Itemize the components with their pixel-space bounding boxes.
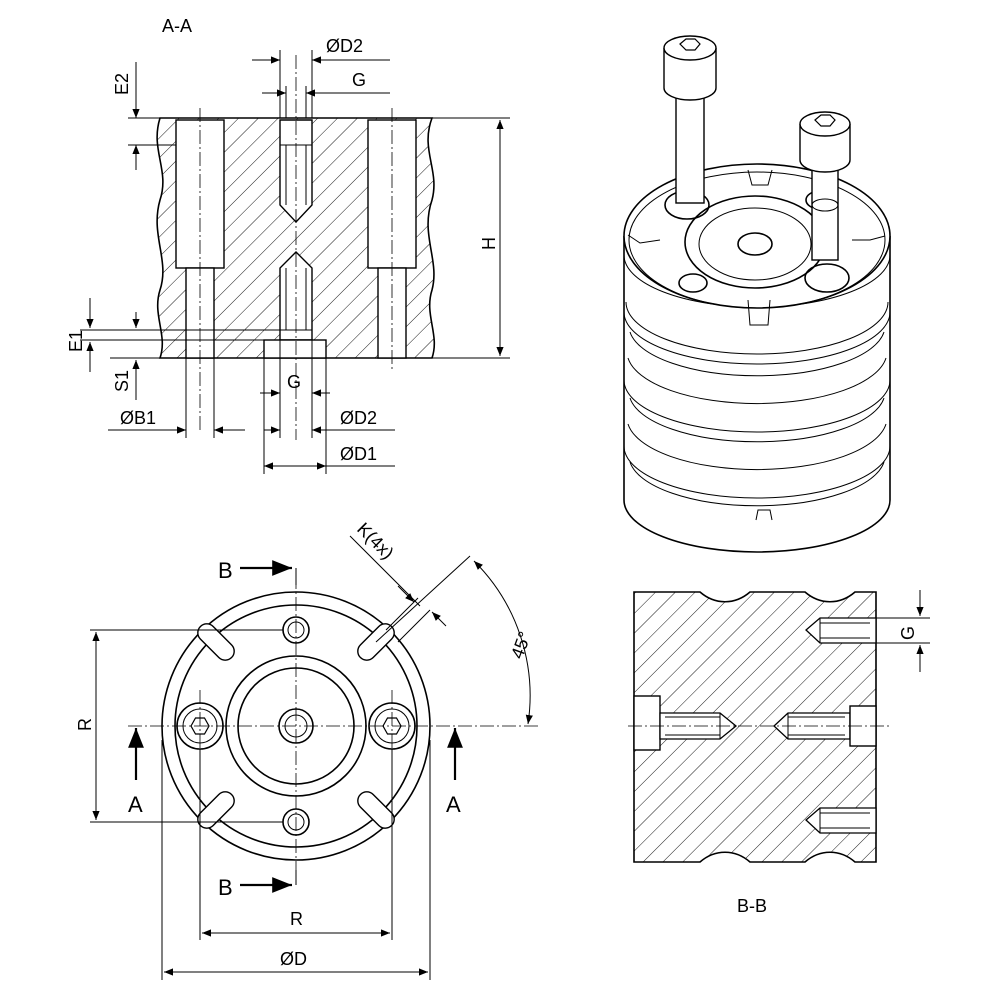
dim-d2-top: ØD2 xyxy=(326,36,363,56)
dim-d: ØD xyxy=(280,949,307,969)
plan-slot-tl xyxy=(197,623,235,661)
isometric-view xyxy=(623,35,891,553)
bb-screw-lower-right xyxy=(805,807,877,834)
dim-s1: S1 xyxy=(112,370,132,392)
dim-b1: ØB1 xyxy=(120,408,156,428)
iso-bolt-left xyxy=(663,35,717,204)
iso-bolt-right xyxy=(799,111,851,261)
dim-d1: ØD1 xyxy=(340,444,377,464)
bb-screw-upper-right xyxy=(805,617,877,644)
dim-k-4x: K(4x) xyxy=(353,519,398,564)
dim-e2: E2 xyxy=(112,73,132,95)
section-mark-b-bottom: B xyxy=(218,875,233,900)
plan-slot-bl xyxy=(197,791,235,829)
section-b-b-title: B-B xyxy=(737,896,767,916)
section-a-a-view: A-A xyxy=(66,16,510,474)
dim-angle-45: 45° xyxy=(507,629,535,661)
dim-g-bb: G xyxy=(898,626,918,640)
iso-body xyxy=(623,236,891,553)
dim-h: H xyxy=(479,237,499,250)
dim-d2-bottom: ØD2 xyxy=(340,408,377,428)
plan-slot-br xyxy=(357,791,395,829)
section-mark-b-top: B xyxy=(218,558,233,583)
dim-e1: E1 xyxy=(66,330,86,352)
section-mark-a-right: A xyxy=(446,792,461,817)
dim-g-top: G xyxy=(352,70,366,90)
dim-g-bottom: G xyxy=(287,372,301,392)
dim-r-vertical: R xyxy=(75,718,95,731)
section-a-a-title: A-A xyxy=(162,16,192,36)
bb-body-hatched xyxy=(633,591,877,863)
plan-view: B B A A R R ØD 45° xyxy=(75,519,540,980)
iso-hole-right xyxy=(804,263,850,293)
dim-r-horizontal: R xyxy=(290,909,303,929)
section-mark-a-left: A xyxy=(128,792,143,817)
section-b-b-view: G B-B xyxy=(628,590,930,916)
